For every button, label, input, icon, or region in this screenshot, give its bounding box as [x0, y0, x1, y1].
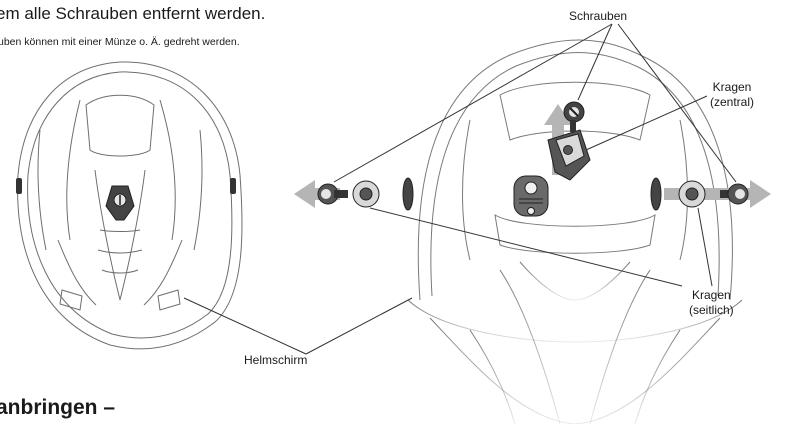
label-schrauben: Schrauben: [569, 9, 627, 24]
side-seal-left: [403, 178, 413, 210]
label-kragen-zentral: Kragen(zentral): [710, 80, 754, 110]
screw-top: [564, 102, 584, 132]
collar-side-left: [353, 181, 379, 207]
screw-right: [720, 184, 748, 204]
helmet-top-side-screw-right: [230, 178, 236, 194]
side-seal-right: [651, 178, 661, 210]
helmet-front-visor-fade: [408, 262, 742, 424]
mount-plate: [514, 176, 548, 216]
screw-left: [318, 184, 348, 204]
helmet-top-side-screw-left: [16, 178, 22, 194]
label-kragen-seitlich: Kragen(seitlich): [689, 288, 734, 318]
helmet-top-center-screw: [106, 186, 134, 220]
collar-side-right: [679, 181, 705, 207]
label-helmschirm: Helmschirm: [244, 353, 307, 368]
